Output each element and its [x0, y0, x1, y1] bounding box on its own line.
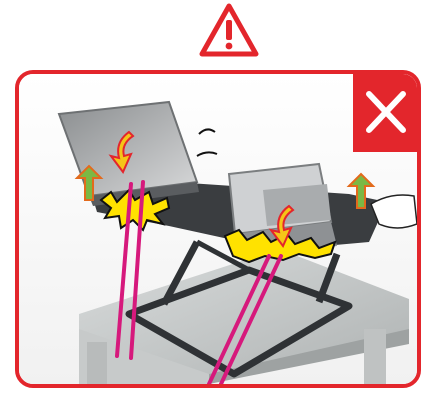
close-icon: [353, 72, 419, 152]
wrong-badge: [353, 72, 419, 152]
warning-triangle-icon: [198, 2, 260, 58]
illustration-frame: [15, 70, 421, 388]
hand: [371, 195, 417, 228]
